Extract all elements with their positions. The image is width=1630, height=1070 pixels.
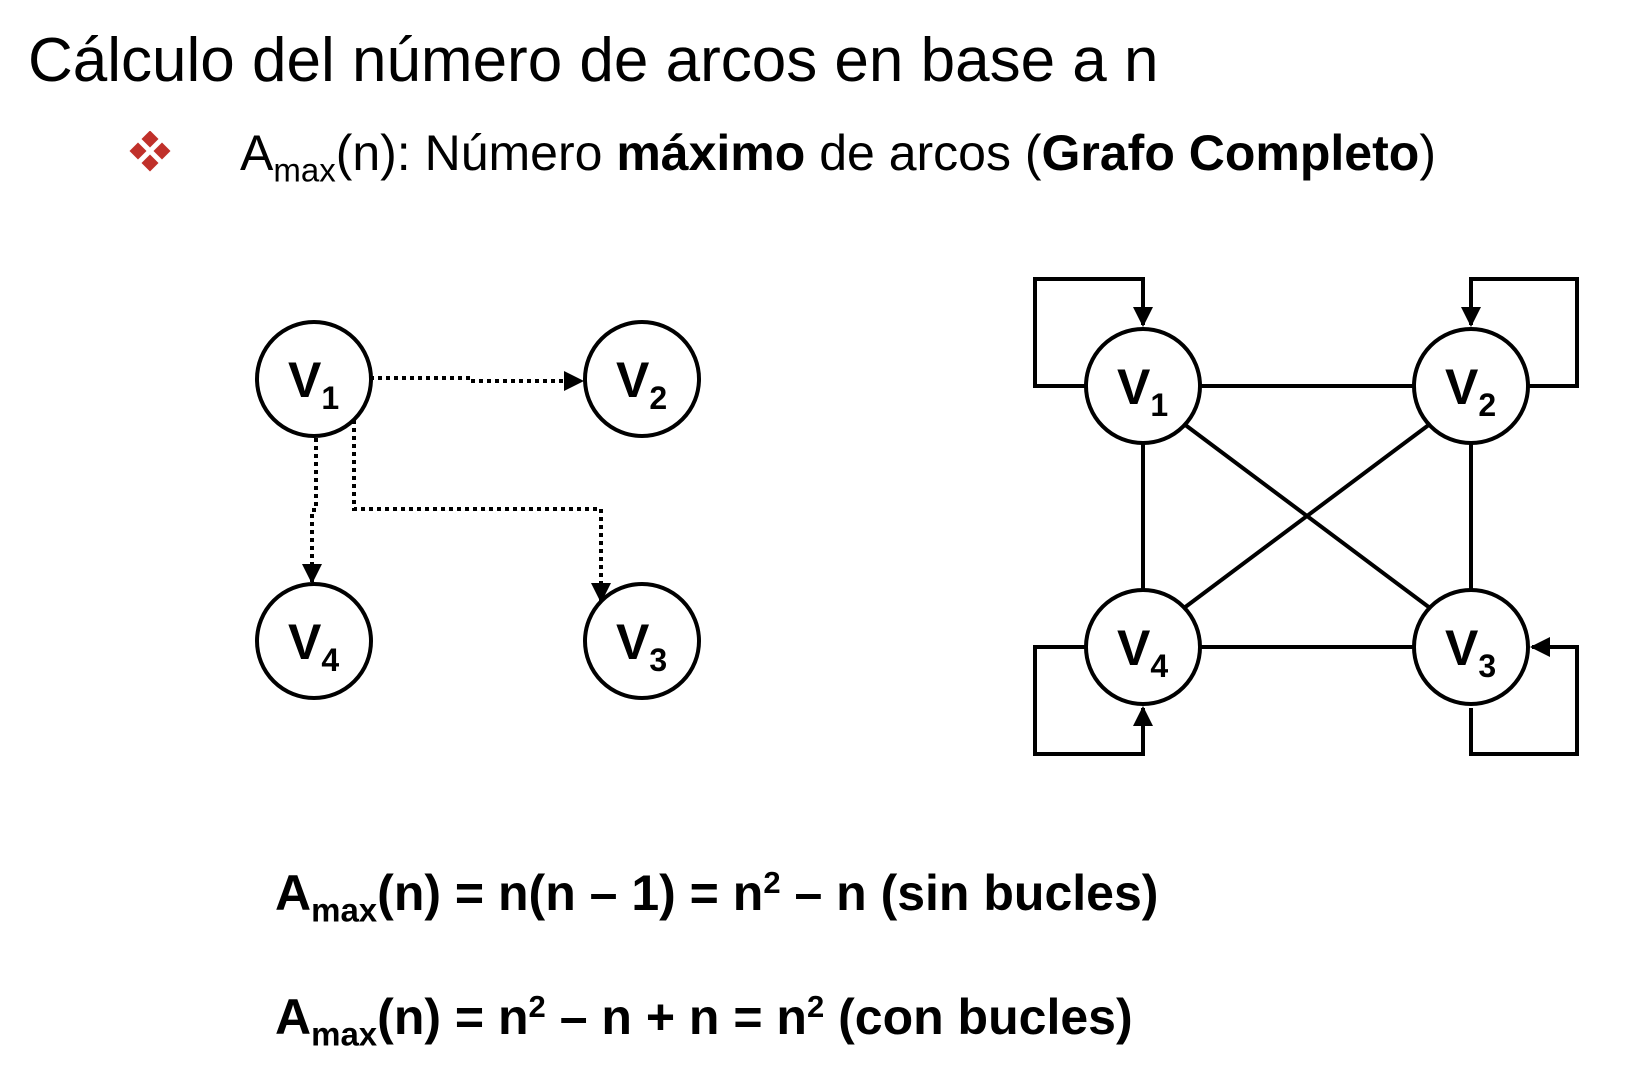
left-vertex-v1 — [255, 320, 373, 438]
diamond-bullet-icon — [129, 131, 171, 172]
formula-sin-bucles: Amax(n) = n(n – 1) = n2 – n (sin bucles) — [275, 864, 1159, 929]
left-edge-v1-v4 — [302, 438, 322, 584]
left-vertex-label-v1: V1 — [288, 352, 339, 416]
right-vertex-label-v1: V1 — [1117, 359, 1168, 423]
left-vertex-label-v2: V2 — [616, 352, 667, 416]
left-edge-v1-v2 — [370, 371, 584, 391]
left-graph — [302, 371, 611, 603]
right-graph — [1033, 277, 1579, 756]
right-edge-v2-v4 — [1182, 422, 1432, 610]
left-vertex-v2 — [583, 320, 701, 438]
right-vertex-label-v4: V4 — [1117, 620, 1168, 684]
left-vertex-label-v3: V3 — [616, 614, 667, 678]
left-vertex-v3 — [583, 582, 701, 700]
right-loop-v1 — [1033, 277, 1153, 388]
right-loop-v3 — [1469, 637, 1579, 756]
right-vertex-v3 — [1412, 588, 1530, 706]
page-title: Cálculo del número de arcos en base a n — [28, 26, 1159, 95]
right-vertex-v4 — [1084, 588, 1202, 706]
right-loop-v2 — [1461, 277, 1579, 388]
right-vertex-label-v2: V2 — [1445, 359, 1496, 423]
left-vertex-v4 — [255, 582, 373, 700]
formula-con-bucles: Amax(n) = n2 – n + n = n2 (con bucles) — [275, 988, 1133, 1053]
left-vertex-label-v4: V4 — [288, 614, 339, 678]
left-edge-v1-v3 — [352, 420, 611, 603]
right-vertex-v2 — [1412, 327, 1530, 445]
right-vertex-label-v3: V3 — [1445, 620, 1496, 684]
right-loop-v4 — [1033, 645, 1153, 756]
bullet-text: Amax(n): Número máximo de arcos (Grafo C… — [240, 125, 1436, 189]
right-vertex-v1 — [1084, 327, 1202, 445]
